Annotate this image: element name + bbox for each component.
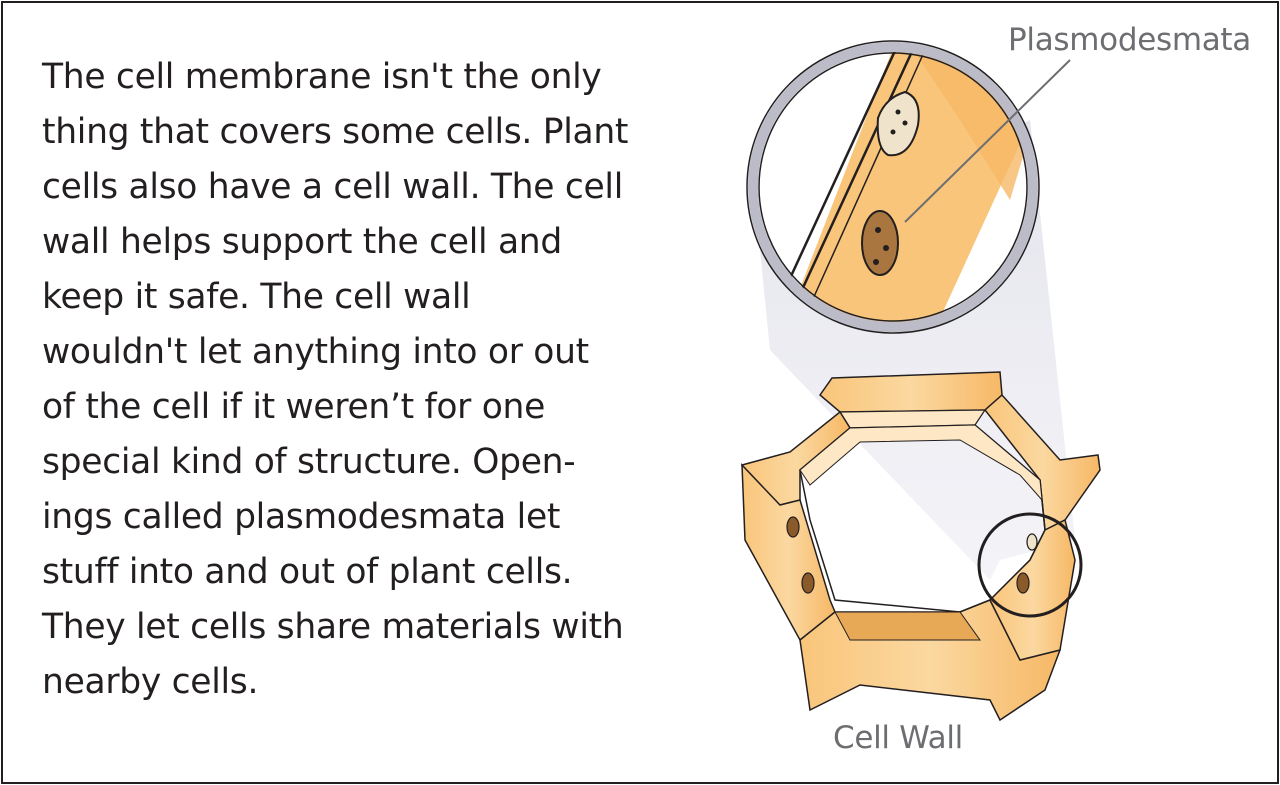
magnifier-lens xyxy=(746,40,1040,334)
pore xyxy=(1016,572,1030,594)
wall-segment-bottom-inner xyxy=(834,611,981,641)
wall-inner-face xyxy=(799,424,1043,502)
pore xyxy=(801,572,815,594)
cell-wall-structure xyxy=(741,371,1101,722)
pore xyxy=(1026,533,1038,551)
wall-segment-right-lower xyxy=(989,518,1076,661)
wall-segment-left xyxy=(741,463,836,642)
magnified-pore xyxy=(861,210,899,276)
plasmodesmata-label: Plasmodesmata xyxy=(1008,22,1251,58)
magnified-pore-open xyxy=(876,90,920,157)
magnified-wall-edge xyxy=(793,47,917,306)
pore xyxy=(786,516,800,538)
plasmodesmata-leader-line xyxy=(904,59,1071,223)
magnified-wall-edge xyxy=(778,47,902,301)
body-paragraph: The cell membrane isn't the only thing t… xyxy=(42,57,629,702)
detail-circle xyxy=(977,512,1083,618)
wall-segment-top xyxy=(818,371,1003,413)
magnifier-rim xyxy=(748,42,1038,332)
cell-wall-diagram xyxy=(741,40,1101,722)
cell-wall-label: Cell Wall xyxy=(833,720,963,756)
